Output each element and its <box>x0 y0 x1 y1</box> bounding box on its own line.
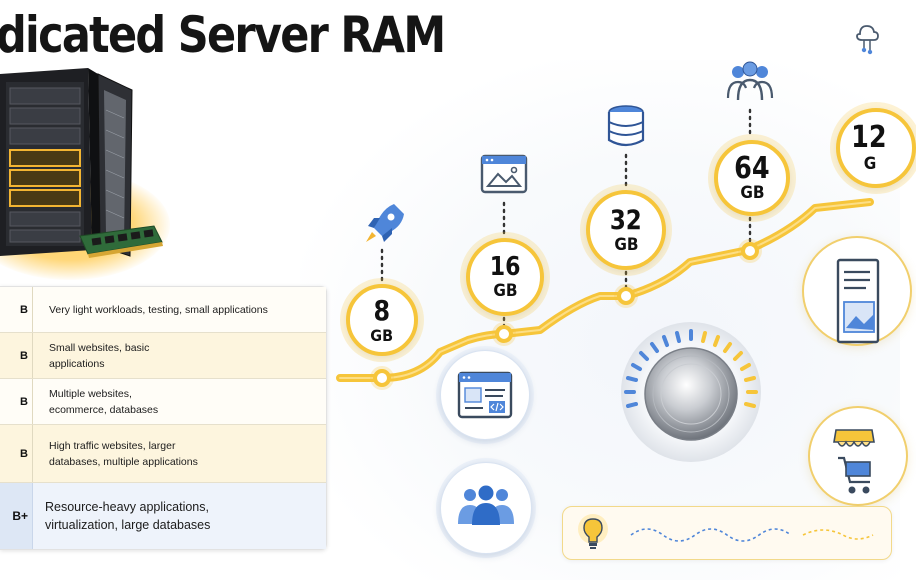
milestone-128gb: 12 G <box>836 108 916 188</box>
milestone-unit: G <box>863 154 877 174</box>
milestone-unit: GB <box>492 281 518 301</box>
rocket-icon <box>366 204 404 242</box>
document-image-icon <box>836 258 880 344</box>
control-knob-icon <box>606 314 776 464</box>
milestone-unit: GB <box>613 234 639 255</box>
table-row: B Multiple websites, ecommerce, database… <box>0 379 326 425</box>
table-row: B Small websites, basic applications <box>0 333 326 379</box>
roadmap-pin <box>495 325 513 343</box>
use-case-cell: Multiple websites, ecommerce, databases <box>49 387 159 416</box>
use-case-cell: Small websites, basic applications <box>49 341 150 370</box>
ram-size-cell: B+ <box>0 483 33 549</box>
milestone-value: 32 <box>610 204 642 236</box>
ram-size-cell: B <box>0 287 33 332</box>
ram-size-cell: B <box>0 425 33 482</box>
table-row: B Very light workloads, testing, small a… <box>0 287 326 333</box>
tip-bar <box>562 506 892 560</box>
server-illustration <box>0 60 170 290</box>
milestone-unit: GB <box>739 183 765 203</box>
milestone-value: 8 <box>373 293 391 327</box>
infographic: dicated Server RAM <box>0 6 916 580</box>
milestone-32gb: 32 GB <box>586 190 666 270</box>
ram-size-cell: B <box>0 333 33 378</box>
ram-module-icon <box>79 225 163 258</box>
milestone-unit: GB <box>370 325 394 345</box>
ram-roadmap: </> <box>336 61 874 526</box>
table-row: B+ Resource-heavy applications, virtuali… <box>0 483 326 549</box>
store-cart-icon <box>833 429 875 494</box>
users-group-icon <box>726 61 774 101</box>
use-case-cell: High traffic websites, larger databases,… <box>49 439 198 468</box>
database-icon <box>607 105 645 147</box>
web-code-window-icon <box>457 371 513 419</box>
page-title: dicated Server RAM <box>0 6 446 64</box>
milestone-8gb: 8 GB <box>346 284 418 356</box>
milestone-16gb: 16 GB <box>466 238 544 316</box>
use-case-cell: Resource-heavy applications, virtualizat… <box>45 500 211 532</box>
milestone-value: 16 <box>489 252 521 282</box>
ram-usage-table: B Very light workloads, testing, small a… <box>0 286 327 550</box>
milestone-value: 12 <box>851 120 887 155</box>
roadmap-pin <box>617 287 635 305</box>
image-window-icon <box>480 154 528 194</box>
store-card <box>808 406 908 506</box>
cloud-network-icon <box>856 25 879 55</box>
roadmap-pin <box>741 242 759 260</box>
table-row: B High traffic websites, larger database… <box>0 425 326 483</box>
ram-size-cell: B <box>0 379 33 424</box>
roadmap-pin <box>373 369 391 387</box>
wave-line-icon <box>630 528 874 542</box>
milestone-64gb: 64 GB <box>714 140 790 216</box>
server-rack-icon <box>0 68 163 258</box>
lightbulb-icon <box>578 514 608 549</box>
use-case-cell: Very light workloads, testing, small app… <box>49 303 268 316</box>
milestone-value: 64 <box>734 151 770 186</box>
team-users-icon <box>458 485 514 525</box>
